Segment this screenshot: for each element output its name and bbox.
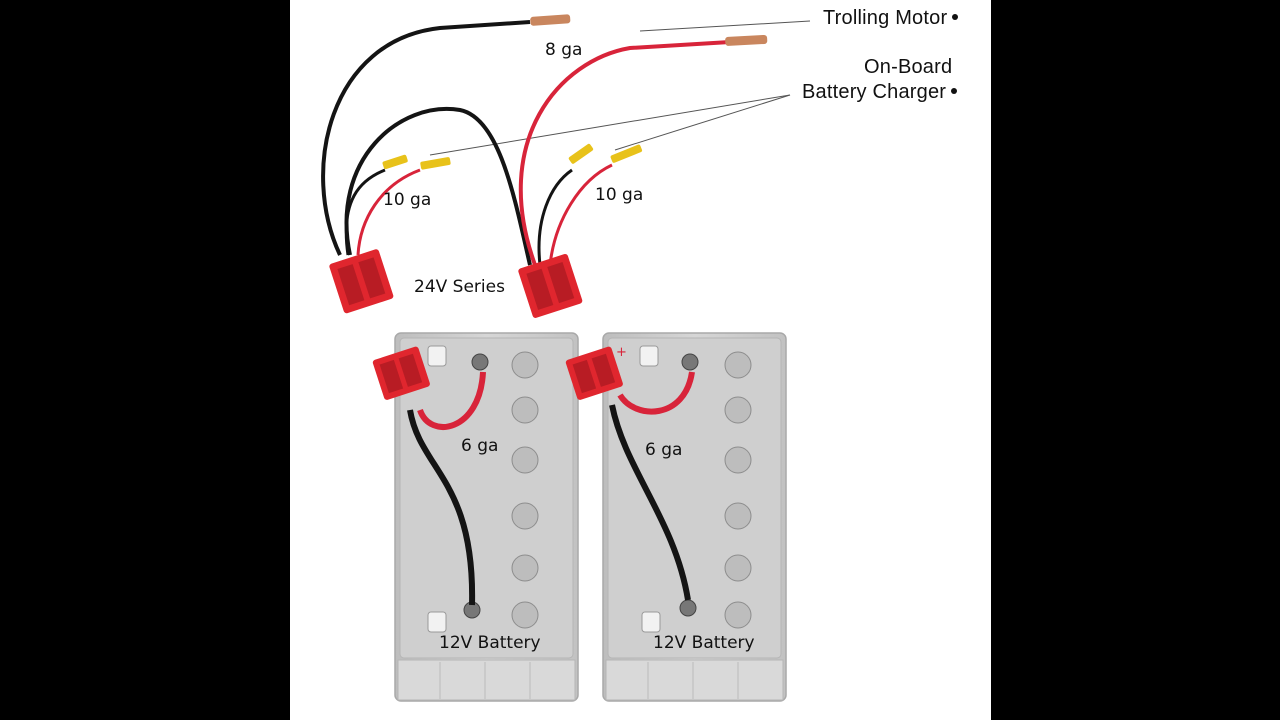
trolling-motor-leader [639,20,811,32]
left-battery-connector [372,346,430,400]
gauge-10-left-label: 10 ga [383,190,432,210]
trolling-motor-bullet [952,13,959,20]
charger-leader-right [614,94,791,151]
left-10ga-black-terminal [382,154,408,170]
right-8ga-ring-terminal [725,34,768,46]
letterbox-left [0,0,290,720]
trolling-motor-label: Trolling Motor [823,7,959,30]
charger-label-line2: Battery Charger [802,81,958,104]
left-8ga-ring-terminal [530,14,571,26]
left-10ga-red-terminal [420,157,451,170]
battery-right-label: 12V Battery [653,633,755,653]
right-anderson-connector [518,253,583,318]
wiring-diagram: + [321,14,811,702]
diagram-canvas: + Trolling Motor On-Board Battery Charge… [290,0,991,720]
charger-label-line1: On-Board [864,56,953,78]
gauge-10-right-label: 10 ga [595,185,644,205]
left-10ga-red-wire [356,168,421,256]
right-battery-connector [565,346,623,400]
left-battery [394,332,579,702]
right-battery: + [602,332,787,702]
battery-left-label: 12V Battery [439,633,541,653]
right-10ga-black-wire [537,168,573,266]
left-10ga-black-wire [344,168,386,256]
right-10ga-red-wire [548,163,613,266]
right-10ga-black-terminal [568,143,594,164]
left-anderson-connector [329,249,394,314]
series-label: 24V Series [414,277,505,297]
gauge-6-left-label: 6 ga [461,436,499,456]
left-6ga-black-cable [407,409,476,606]
charger-text: Battery Charger [802,81,947,103]
series-jumper-wire [344,106,532,266]
gauge-6-right-label: 6 ga [645,440,683,460]
right-10ga-red-terminal [610,144,643,163]
left-8ga-black-wire [321,20,531,256]
right-6ga-red-cable [617,371,695,415]
trolling-motor-text: Trolling Motor [823,7,948,29]
left-6ga-red-cable [417,371,486,430]
gauge-8-label: 8 ga [545,40,583,60]
charger-leader-left [429,94,791,156]
letterbox-right [991,0,1280,720]
charger-bullet [951,87,958,94]
svg-text:+: + [616,345,627,360]
right-6ga-black-cable [609,404,691,601]
right-8ga-red-wire [518,40,731,266]
